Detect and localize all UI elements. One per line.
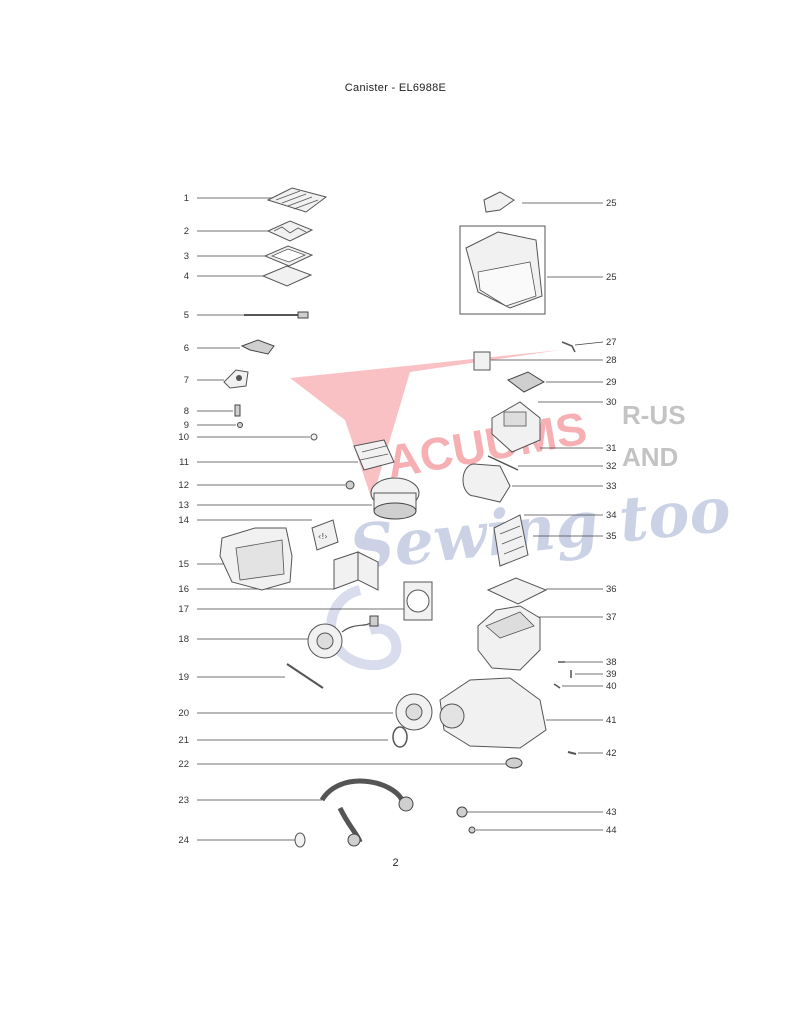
part-number: 27 — [606, 337, 617, 348]
part-44 — [468, 826, 476, 834]
part-43 — [456, 806, 468, 818]
part-spring — [234, 404, 241, 417]
part-label-plate — [311, 519, 339, 551]
part-number: 16 — [178, 584, 189, 595]
part-latch — [240, 339, 275, 355]
parts-right — [439, 191, 577, 834]
part-top-cover-small — [483, 191, 515, 213]
part-motor-cover — [353, 439, 395, 471]
part-number: 18 — [178, 634, 189, 645]
part-end-cap — [294, 832, 306, 848]
part-number: 17 — [178, 604, 189, 615]
part-pad-36 — [486, 577, 548, 605]
part-number: 31 — [606, 443, 617, 454]
part-number: 28 — [606, 355, 617, 366]
part-number: 5 — [184, 310, 189, 321]
part-card — [473, 351, 491, 371]
svg-text:‹!›: ‹!› — [318, 532, 328, 541]
part-number: 33 — [606, 481, 617, 492]
part-washer — [310, 433, 318, 441]
part-rod-32 — [487, 455, 519, 471]
part-number: 1 — [184, 193, 189, 204]
part-number: 11 — [179, 457, 189, 468]
page-title: Canister - EL6988E — [344, 82, 447, 94]
part-dust-cup — [477, 605, 541, 671]
part-caster — [505, 757, 523, 769]
part-number: 23 — [178, 795, 189, 806]
part-o-ring — [392, 726, 408, 748]
part-plug — [297, 311, 309, 319]
part-number: 12 — [178, 480, 189, 491]
part-pin — [561, 341, 576, 353]
part-number: 14 — [178, 515, 189, 526]
part-number: 44 — [606, 825, 617, 836]
part-number: 4 — [184, 271, 189, 282]
part-number: 43 — [606, 807, 617, 818]
part-number: 34 — [606, 510, 617, 521]
part-grille — [266, 187, 328, 213]
part-number: 38 — [606, 657, 617, 668]
part-number: 25 — [606, 272, 617, 283]
parts-left: ‹!› — [219, 187, 523, 848]
part-base — [439, 677, 547, 749]
part-filter — [266, 220, 314, 242]
part-number: 6 — [184, 343, 189, 354]
part-number: 8 — [184, 406, 189, 417]
part-number: 30 — [606, 397, 617, 408]
part-number: 13 — [178, 500, 189, 511]
part-number: 7 — [184, 375, 189, 386]
part-number: 39 — [606, 669, 617, 680]
part-rod — [286, 663, 324, 689]
part-number: 41 — [606, 715, 617, 726]
watermark-swirl — [326, 585, 402, 671]
part-number: 9 — [184, 420, 189, 431]
part-number: 22 — [178, 759, 189, 770]
part-number: 3 — [184, 251, 189, 262]
part-number: 2 — [184, 226, 189, 237]
part-number: 24 — [178, 835, 189, 846]
part-number: 29 — [606, 377, 617, 388]
right-leaders — [467, 202, 604, 831]
part-number: 15 — [178, 559, 189, 570]
part-bearing — [345, 480, 355, 490]
part-screw — [237, 422, 243, 428]
part-number: 10 — [178, 432, 189, 443]
part-number: 32 — [606, 461, 617, 472]
part-handle — [319, 778, 405, 843]
part-number: 20 — [178, 708, 189, 719]
left-part-numbers: 1 2 3 4 5 6 7 8 9 10 11 12 13 14 15 16 1… — [178, 193, 189, 846]
part-number: 21 — [178, 735, 189, 746]
part-button-housing — [223, 369, 249, 389]
watermark-suffix-top: R-US — [622, 400, 686, 430]
watermark-suffix-bottom: AND — [622, 442, 678, 472]
right-part-numbers: 25 25 27 28 29 30 31 32 33 34 35 36 37 3… — [606, 198, 617, 836]
part-number: 36 — [606, 584, 617, 595]
watermark-v-shape — [290, 350, 560, 500]
part-number: 40 — [606, 681, 617, 692]
part-number: 37 — [606, 612, 617, 623]
part-screw-42 — [567, 751, 577, 755]
part-number: 25 — [606, 198, 617, 209]
part-number: 35 — [606, 531, 617, 542]
part-number: 19 — [178, 672, 189, 683]
part-40 — [553, 683, 561, 689]
part-pad — [261, 265, 313, 287]
part-circuit-board — [506, 371, 546, 393]
page-number: 2 — [392, 857, 399, 869]
part-number: 42 — [606, 748, 617, 759]
